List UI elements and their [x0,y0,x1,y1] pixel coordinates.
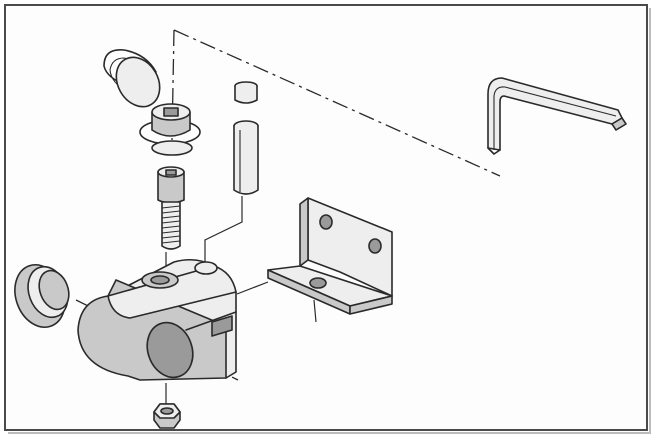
bracket-upright-hole-right [368,238,382,254]
hex-nut-part [153,403,181,429]
hex-key-facet [493,86,617,150]
l-bracket-part [267,197,393,315]
bracket-upright-hole-left [319,214,333,230]
lanyard-ring [115,56,161,108]
block-split-slot [185,311,237,331]
pin-cap-side [234,85,258,104]
pin-body [233,125,259,195]
leader-pin-to-block [204,196,243,262]
hex-key-part [487,77,627,155]
block-screw-hole [150,275,170,285]
threaded-plug-part [14,264,70,328]
nut-hole [160,407,174,415]
hex-key-tip [611,117,627,131]
clamp-block-part [77,258,237,381]
cap-with-lanyard-part [103,49,201,156]
block-pin-hole [194,261,218,275]
block-bore [146,321,194,379]
bracket-base-side [349,295,393,315]
hex-key-body [487,77,623,151]
bracket-upright-edge [299,197,309,267]
plug-inner [38,269,70,311]
dash-line-top [173,29,501,177]
assembly-leader-lines [165,196,317,406]
cap-socket [163,107,179,117]
hex-key-end [487,147,501,155]
pin-with-cap-part [233,81,259,195]
cap-washer [151,140,193,156]
screw-thread [161,205,181,244]
block-slot-face [211,315,233,337]
clamp-block-upper-face [107,265,237,319]
socket-head-screw-part [157,166,185,250]
screw-socket [165,169,177,176]
leader-block-to-bracket [236,281,269,295]
bracket-base-hole [309,277,327,289]
leader-bracket-hole [313,299,317,323]
